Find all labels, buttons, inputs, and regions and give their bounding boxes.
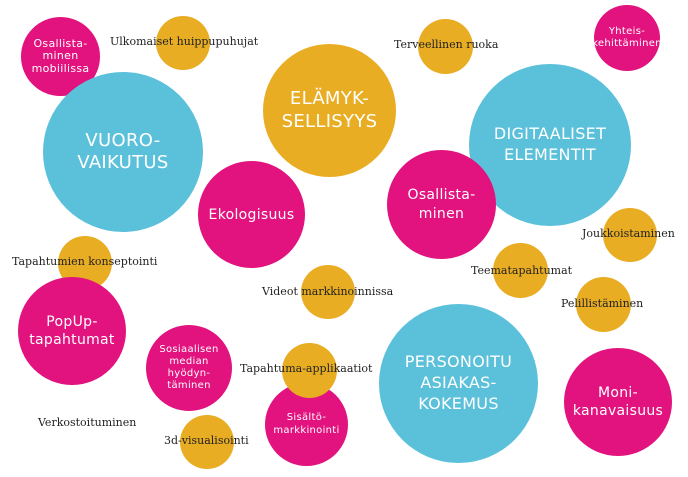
topic-dot-videot-markkinoinnissa xyxy=(301,265,355,319)
topic-dot-joukkoistaminen xyxy=(603,208,657,262)
topic-label-tapahtumien-konseptointi: Tapahtumien konseptointi xyxy=(12,255,158,268)
topic-bubble-yhteiskehittaminen: Yhteis- kehittäminen xyxy=(592,5,662,71)
topic-dot-3d-visualisointi xyxy=(180,415,234,469)
topic-label: Yhteis- kehittäminen xyxy=(592,26,662,49)
topic-bubble-monikanavaisuus: Moni- kanavaisuus xyxy=(564,348,672,456)
topic-label-tapahtuma-applikaatiot: Tapahtuma-applikaatiot xyxy=(240,362,373,375)
topic-dot-tapahtuma-applikaatiot xyxy=(282,343,337,398)
topic-dot-teematapahtumat xyxy=(493,243,548,298)
topic-label: Osallista- minen xyxy=(407,187,476,222)
topic-label: VUORO- VAIKUTUS xyxy=(77,129,169,174)
topic-label: PopUp- tapahtumat xyxy=(29,313,115,348)
topic-dot-pelillistaminen xyxy=(576,277,631,332)
topic-bubble-personoitu-asiakaskokemus: PERSONOITU ASIAKAS- KOKEMUS xyxy=(379,304,538,463)
topic-bubble-sosiaalisen-median: Sosiaalisen median hyödyn- täminen xyxy=(146,325,232,411)
topic-label-videot-markkinoinnissa: Videot markkinoinnissa xyxy=(262,285,394,298)
topic-label: Sisältö- markkinointi xyxy=(273,412,340,436)
topic-label: Sosiaalisen median hyödyn- täminen xyxy=(159,344,219,391)
topic-dot-terveellinen-ruoka xyxy=(418,19,473,74)
topic-label-joukkoistaminen: Joukkoistaminen xyxy=(582,227,675,240)
topic-label: ELÄMYK- SELLISYYS xyxy=(281,88,378,132)
topic-label: Ekologisuus xyxy=(208,206,295,223)
topic-label-ulkomaiset-huippupuhujat: Ulkomaiset huippupuhujat xyxy=(110,35,259,48)
topic-dot-ulkomaiset-huippupuhujat xyxy=(156,16,210,70)
topic-bubble-digitaaliset-elementit: DIGITAALISET ELEMENTIT xyxy=(469,64,631,226)
topic-bubble-vuorovaikutus: VUORO- VAIKUTUS xyxy=(43,72,203,232)
topic-label: Moni- kanavaisuus xyxy=(572,384,664,419)
topic-label: PERSONOITU ASIAKAS- KOKEMUS xyxy=(404,352,513,413)
topic-label: DIGITAALISET ELEMENTIT xyxy=(493,124,607,164)
topic-label-3d-visualisointi: 3d-visualisointi xyxy=(164,434,249,447)
topic-label-teematapahtumat: Teematapahtumat xyxy=(471,264,573,277)
topic-label-pelillistaminen: Pelillistäminen xyxy=(561,297,644,310)
topic-bubble-popup-tapahtumat: PopUp- tapahtumat xyxy=(18,277,126,385)
topic-label-verkostoituminen: Verkostoituminen xyxy=(38,416,137,429)
topic-bubble-elamyksellisyys: ELÄMYK- SELLISYYS xyxy=(263,44,396,177)
topic-label: Osallista- minen mobiilissa xyxy=(31,36,90,75)
topic-label-terveellinen-ruoka: Terveellinen ruoka xyxy=(394,38,499,51)
topic-bubble-osallistaminen-mobiilissa: Osallista- minen mobiilissa xyxy=(21,17,100,96)
topic-bubble-osallistaminen: Osallista- minen xyxy=(387,150,496,259)
topic-bubble-ekologisuus: Ekologisuus xyxy=(198,161,305,268)
